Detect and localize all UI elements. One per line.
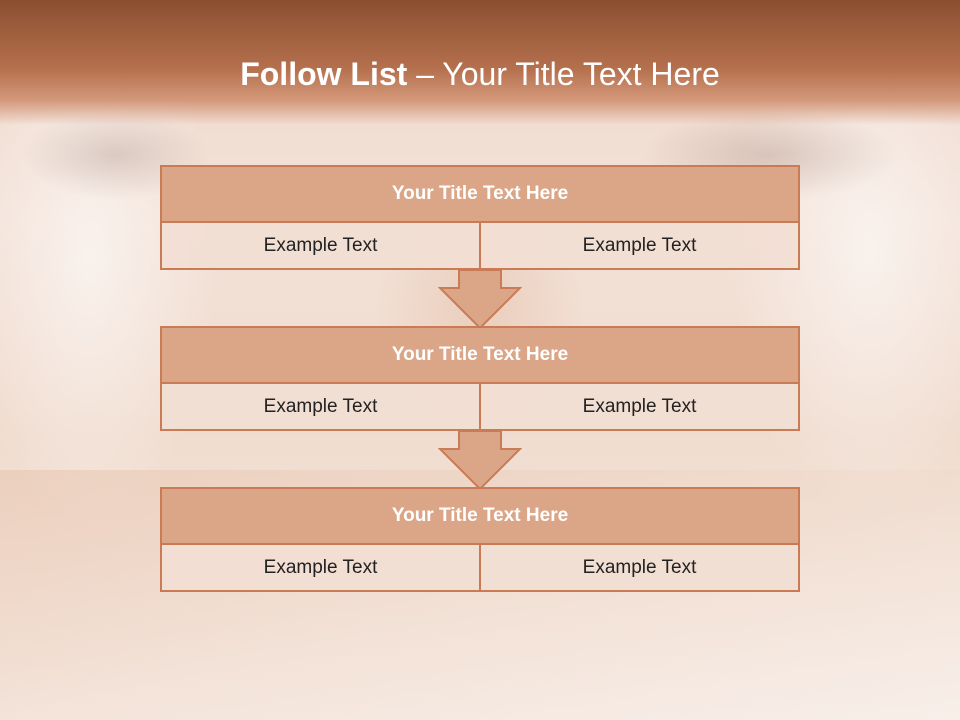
list-block-1: Your Title Text Here Example Text Exampl… <box>160 165 800 270</box>
header-bar <box>0 0 960 125</box>
block-cell-left: Example Text <box>160 382 481 431</box>
block-title: Your Title Text Here <box>160 165 800 223</box>
block-row: Example Text Example Text <box>160 382 800 431</box>
block-title: Your Title Text Here <box>160 326 800 384</box>
block-row: Example Text Example Text <box>160 543 800 592</box>
block-cell-right: Example Text <box>481 382 800 431</box>
slide-title-rest: – Your Title Text Here <box>416 56 720 92</box>
list-block-2: Your Title Text Here Example Text Exampl… <box>160 326 800 431</box>
down-arrow-icon <box>438 270 522 330</box>
slide-title: Follow List – Your Title Text Here <box>0 52 960 96</box>
block-cell-left: Example Text <box>160 221 481 270</box>
list-block-3: Your Title Text Here Example Text Exampl… <box>160 487 800 592</box>
block-row: Example Text Example Text <box>160 221 800 270</box>
slide-title-bold: Follow List <box>240 56 408 92</box>
block-title: Your Title Text Here <box>160 487 800 545</box>
down-arrow-icon <box>438 431 522 491</box>
block-cell-right: Example Text <box>481 543 800 592</box>
block-cell-right: Example Text <box>481 221 800 270</box>
block-cell-left: Example Text <box>160 543 481 592</box>
